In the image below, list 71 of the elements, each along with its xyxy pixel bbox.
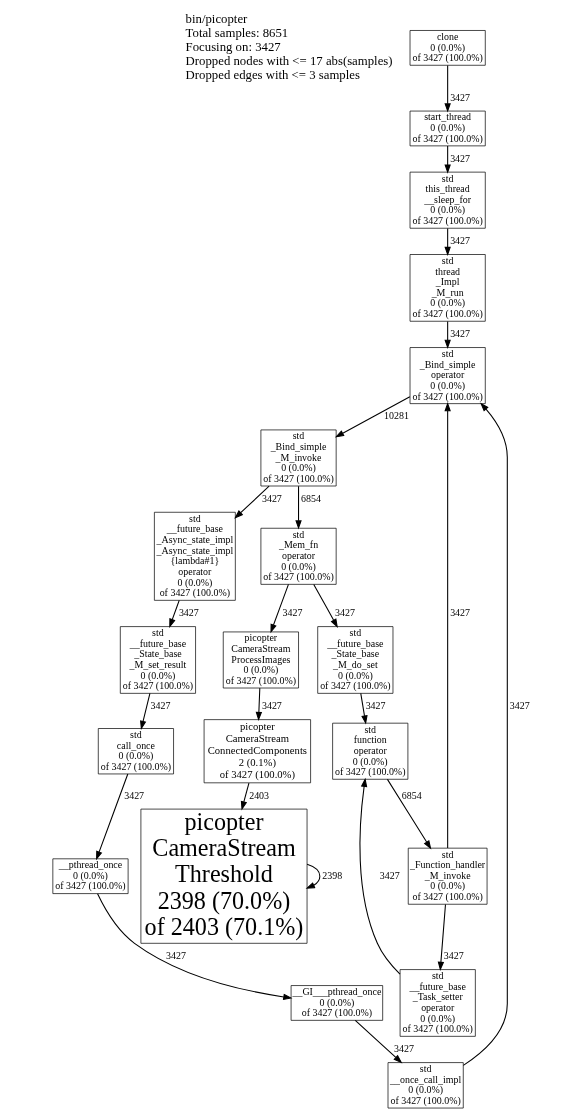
arrow (443, 402, 451, 849)
arrow (255, 687, 262, 722)
arrow (443, 227, 451, 257)
edge-label: 3427 (149, 700, 170, 712)
edge-label: 6854 (401, 789, 422, 801)
arrow (305, 863, 320, 889)
edge-label: 2403 (248, 789, 269, 801)
node-box: __GI___pthread_once 0 (0.0%) of 3427 (100.0%) (290, 985, 383, 1021)
arrow (269, 583, 289, 634)
arrow (233, 485, 270, 519)
label: Dropped edges with <= 3 samples (185, 68, 360, 83)
label: Dropped nodes with <= 17 abs(samples) (185, 54, 393, 69)
edge-label: 3427 (449, 152, 470, 164)
edge-label: 3427 (123, 789, 144, 801)
edge-label: 3427 (379, 869, 400, 881)
edge-label: 6854 (300, 492, 321, 504)
arrow (312, 583, 338, 628)
edge-label: 3427 (261, 700, 282, 712)
edge-label: 3427 (449, 235, 470, 246)
node-box: std __future_base _Async_state_impl _Async_state_impl {lambda#1} operator 0 (0.0%) of 3427 (100.0%) (153, 511, 236, 601)
arrow (386, 778, 431, 850)
node-box: picopter CameraStream ConnectedComponents 2 (0.1%) of 3427 (100.0%) (203, 719, 311, 784)
arrow (240, 782, 249, 811)
arrow (443, 320, 451, 350)
arrow (443, 145, 451, 174)
node-box: picopter CameraStream ProcessImages 0 (0.0%) of 3427 (100.0%) (222, 631, 299, 689)
edge-label: 3427 (334, 607, 355, 619)
edge-label: 3427 (443, 950, 464, 962)
node-box: std __future_base _State_base _M_do_set 0 (0.0%) of 3427 (100.0%) (316, 626, 393, 694)
arrow (437, 903, 446, 972)
label: Focusing on: 3427 (185, 40, 281, 54)
node-box: std this_thread __sleep_for 0 (0.0%) of 3427 (100.0%) (409, 171, 486, 229)
edge-label: 3427 (449, 91, 470, 103)
arrow (139, 692, 150, 730)
node-box: std _Bind_simple _M_invoke 0 (0.0%) of 3427 (100.0%) (260, 429, 337, 487)
edge-label: 3427 (509, 700, 530, 712)
node-box: std _Function_handler _M_invoke 0 (0.0%) of 3427 (100.0%) (407, 847, 487, 905)
arrow (334, 396, 410, 438)
label: bin/picopter (185, 11, 247, 26)
edge-label: 3427 (449, 328, 470, 340)
node-box: std __once_call_impl 0 (0.0%) of 3427 (100.0%) (387, 1062, 464, 1109)
arrow (443, 64, 451, 113)
arrow (462, 402, 508, 1066)
node-box: std __future_base _Task_setter operator 0 (0.0%) of 3427 (100.0%) (399, 969, 476, 1037)
node-box: std _Mem_fn operator 0 (0.0%) of 3427 (100.0%) (260, 527, 337, 585)
arrow (359, 692, 368, 725)
node-box: std function operator 0 (0.0%) of 3427 (100.0%) (331, 722, 408, 780)
edge-label: 2398 (321, 869, 342, 881)
node-box: std __future_base _State_base _M_set_result 0 (0.0%) of 3427 (100.0%) (119, 626, 196, 694)
edge-label: 3427 (261, 492, 282, 504)
node-box: __pthread_once 0 (0.0%) of 3427 (100.0%) (52, 858, 128, 894)
edge-label: 3427 (365, 700, 386, 712)
node-box: std thread _Impl _M_run 0 (0.0%) of 3427 (100.0%) (409, 254, 486, 322)
edge-label: 3427 (178, 607, 199, 619)
node-box: clone 0 (0.0%) of 3427 (100.0%) (409, 30, 486, 66)
arrow (96, 893, 292, 1001)
arrow (294, 485, 302, 530)
label: Total samples: 8651 (185, 25, 288, 40)
arrow (354, 1019, 402, 1064)
node-box: std _Bind_simple operator 0 (0.0%) of 3427 (100.0%) (409, 347, 486, 404)
edge-label: 3427 (282, 607, 302, 619)
edge-label: 3427 (449, 607, 470, 619)
edge-label: 3427 (165, 950, 186, 962)
node-box: start_thread 0 (0.0%) of 3427 (100.0%) (409, 110, 486, 147)
node-box: std call_once 0 (0.0%) of 3427 (100.0%) (97, 728, 174, 775)
edge-label: 3427 (393, 1043, 414, 1055)
arrow (168, 599, 180, 628)
arrow (95, 773, 128, 861)
arrow (358, 777, 400, 975)
node-box: picopter CameraStream Threshold 2398 (70.0%) of 2403 (70.1%) (140, 808, 307, 944)
edge-label: 10281 (383, 410, 409, 422)
